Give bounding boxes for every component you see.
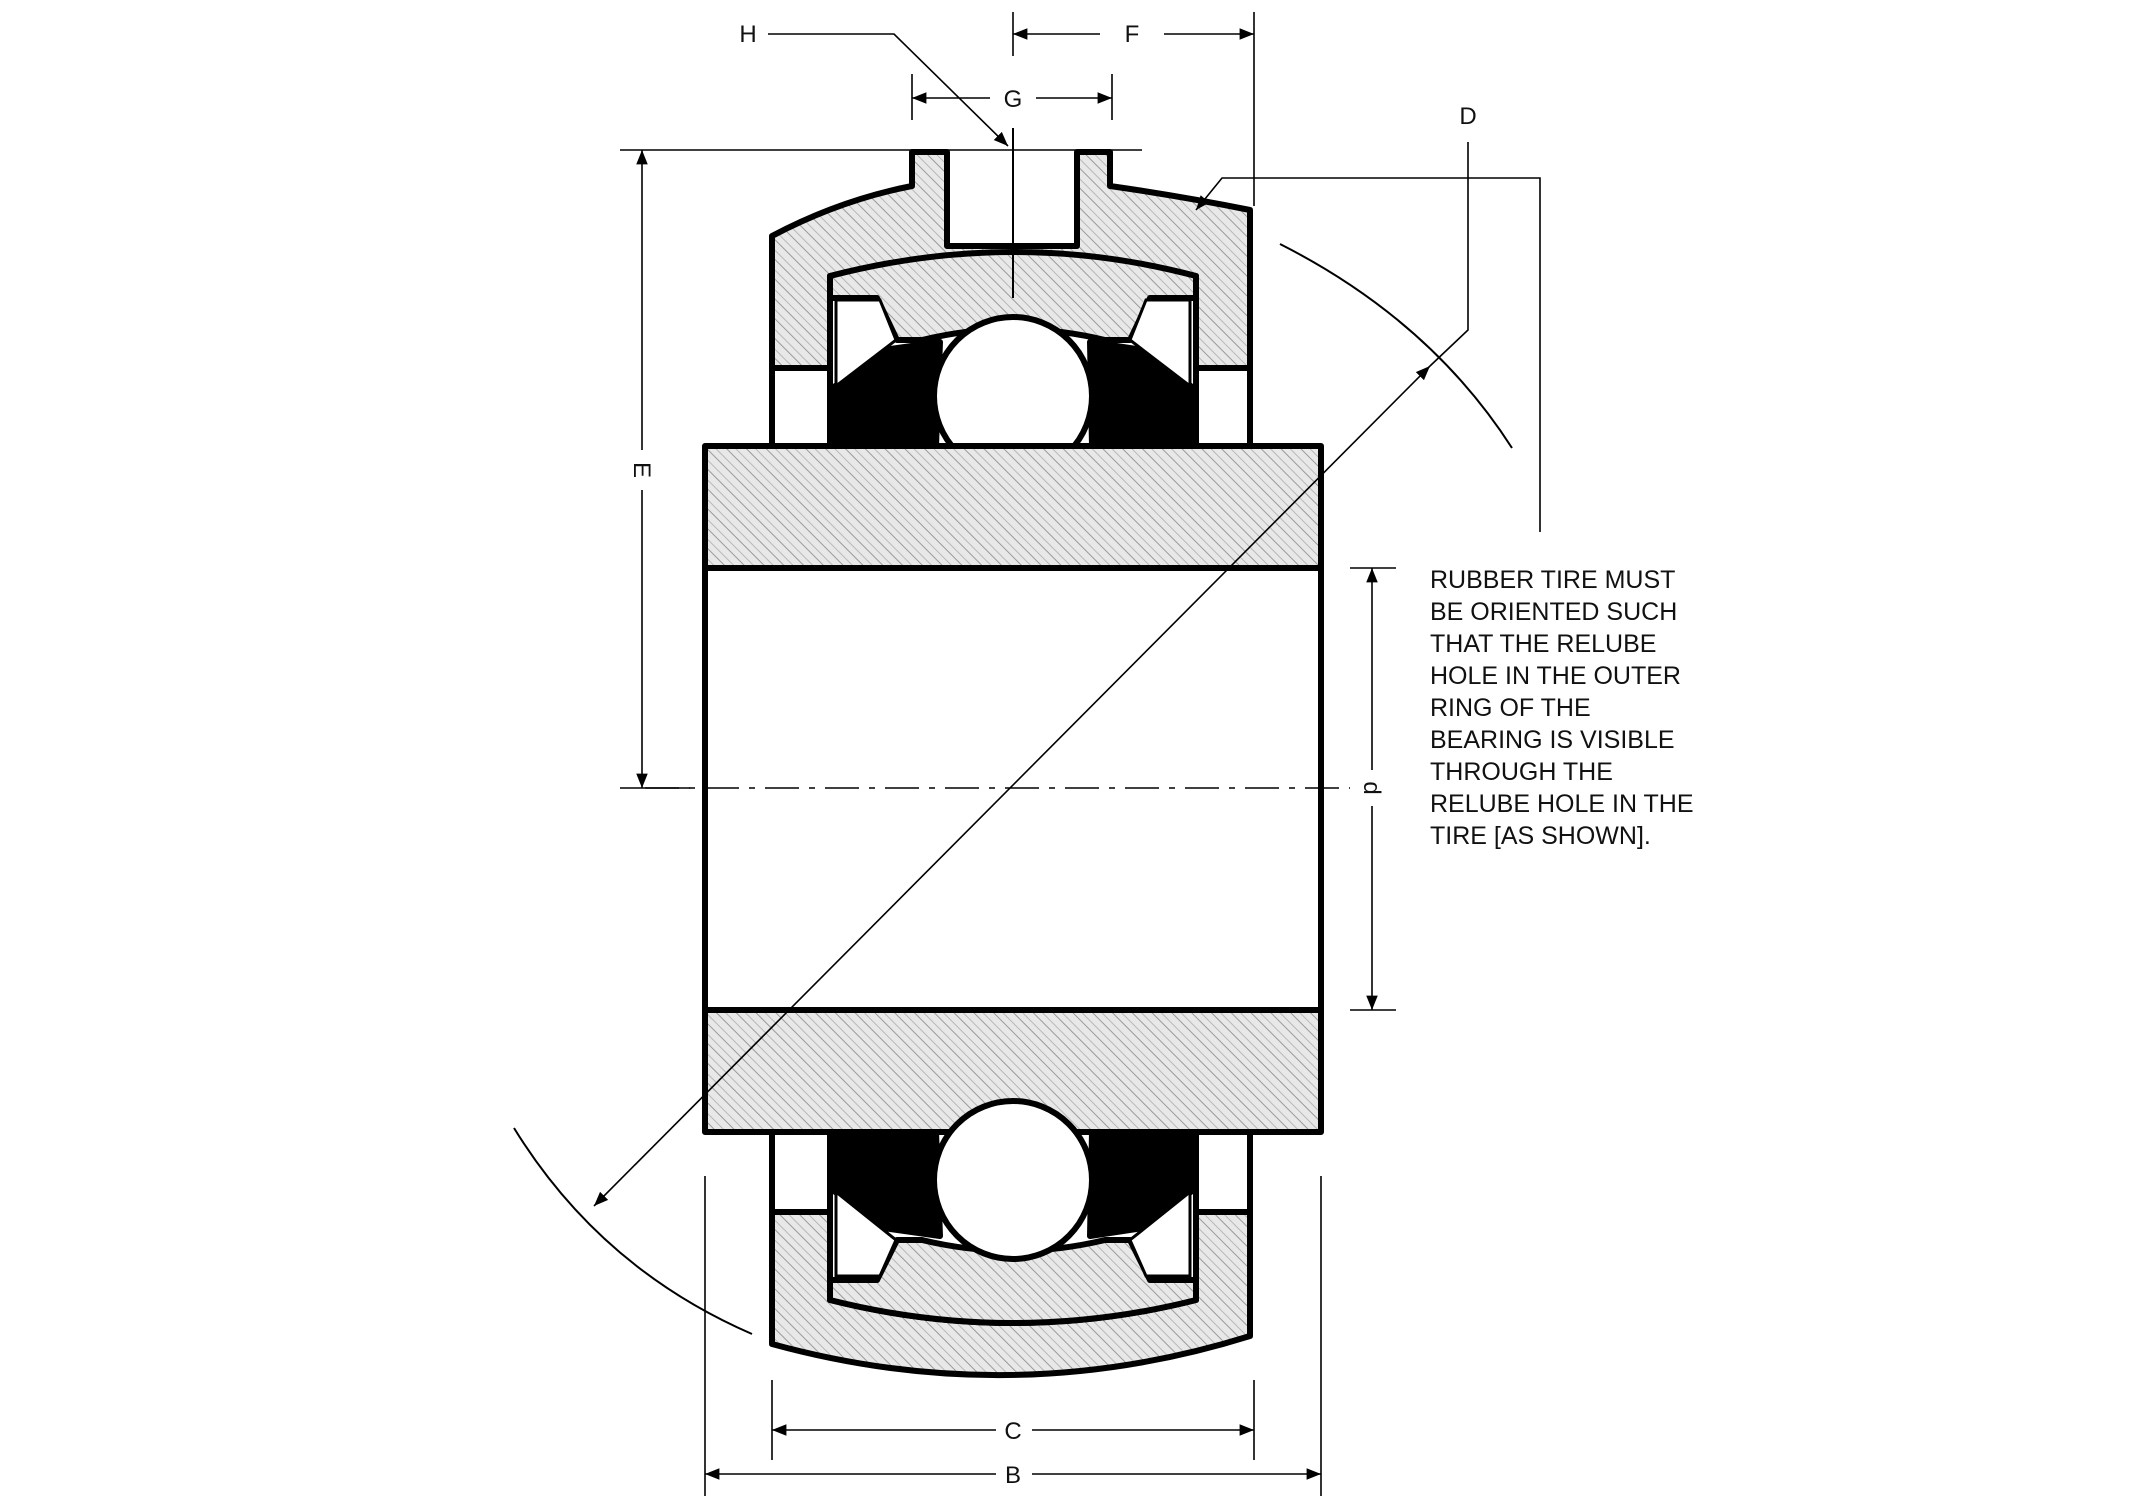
- note-line: TIRE [AS SHOWN].: [1430, 822, 1651, 850]
- seal-bottom-right-lip: [1128, 1188, 1192, 1278]
- seal-top-left-lip: [834, 298, 898, 390]
- dim-D-diagonal: [593, 365, 1431, 1207]
- seal-top-right-lip: [1128, 298, 1192, 390]
- note-line: RUBBER TIRE MUST: [1430, 566, 1675, 594]
- label-F: F: [1125, 21, 1140, 48]
- dim-H-leader: [768, 33, 1009, 147]
- tire-bottom-right-gap: [1193, 1129, 1253, 1215]
- label-H: H: [739, 21, 756, 48]
- inner-ring-top: [702, 443, 1324, 571]
- label-D: D: [1459, 103, 1476, 130]
- note-line: THAT THE RELUBE: [1430, 630, 1656, 658]
- seal-bottom-left-lip: [834, 1188, 898, 1278]
- note-line: RING OF THE: [1430, 694, 1591, 722]
- note-line: RELUBE HOLE IN THE: [1430, 790, 1694, 818]
- orientation-note: RUBBER TIRE MUST BE ORIENTED SUCH THAT T…: [1430, 566, 1694, 850]
- tire-top-right-gap: [1193, 365, 1253, 449]
- note-leader: [1195, 177, 1541, 532]
- arc-upper: [1279, 243, 1513, 449]
- outer-ring-bottom: [827, 1237, 1199, 1326]
- label-E: E: [628, 462, 655, 478]
- label-d: d: [1358, 781, 1385, 794]
- dim-D-leader: [1429, 142, 1469, 367]
- tire-top-left-gap: [769, 365, 833, 449]
- arc-lower: [513, 1127, 753, 1335]
- label-G: G: [1004, 86, 1023, 113]
- note-line: HOLE IN THE OUTER: [1430, 662, 1681, 690]
- note-line: THROUGH THE: [1430, 758, 1613, 786]
- note-line: BEARING IS VISIBLE: [1430, 726, 1675, 754]
- label-B: B: [1005, 1462, 1021, 1489]
- tire-bottom-left-gap: [769, 1129, 833, 1215]
- ball-bottom: [931, 1098, 1095, 1262]
- label-C: C: [1004, 1418, 1021, 1445]
- note-line: BE ORIENTED SUCH: [1430, 598, 1677, 626]
- bore: [702, 565, 1324, 1013]
